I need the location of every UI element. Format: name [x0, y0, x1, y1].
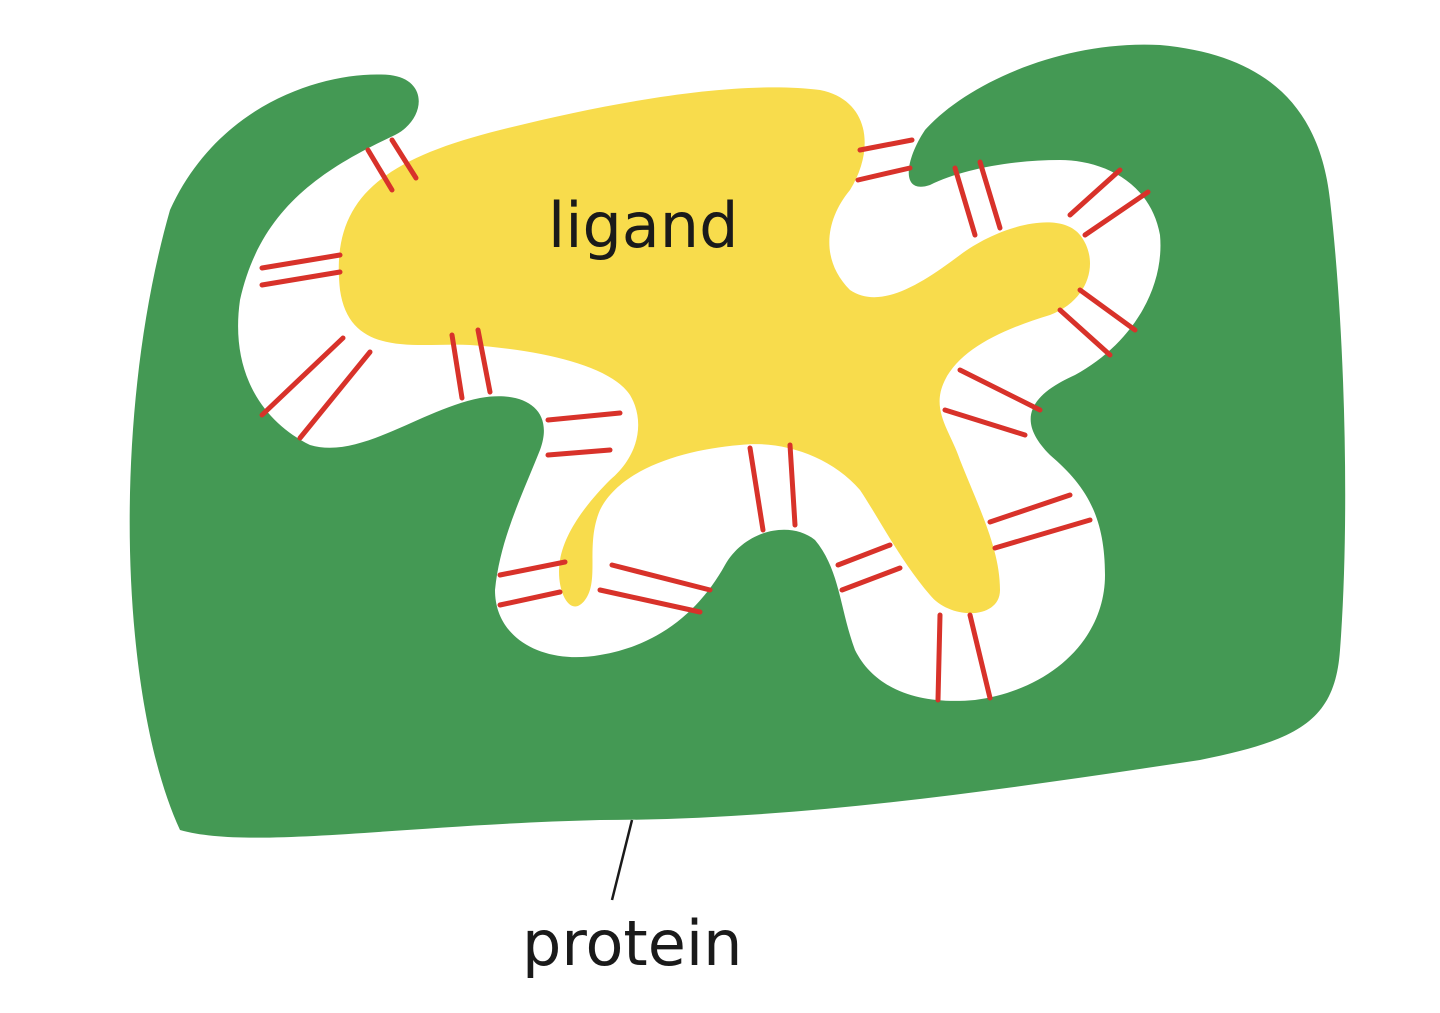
- bond-16b: [855, 165, 913, 183]
- bond-4a: [449, 332, 465, 401]
- bond-8a: [747, 445, 766, 533]
- bond-6a: [497, 559, 568, 578]
- bond-6b: [497, 589, 563, 608]
- protein-leader-line: [610, 819, 634, 901]
- bond-11b: [992, 517, 1093, 551]
- bond-2b: [259, 269, 343, 288]
- bond-8b: [787, 442, 798, 528]
- bond-1a: [365, 147, 395, 193]
- bond-4b: [475, 327, 493, 395]
- ligand-shape: [338, 87, 1090, 614]
- bond-3a: [259, 335, 346, 418]
- bond-16a: [857, 137, 915, 153]
- bond-12b: [957, 367, 1043, 413]
- protein-shape: [129, 44, 1346, 838]
- bond-7b: [609, 562, 713, 593]
- bond-15b: [977, 159, 1003, 231]
- bond-11a: [987, 492, 1073, 525]
- bond-14b: [1082, 189, 1151, 238]
- bond-15a: [952, 165, 978, 238]
- bond-lines: [259, 137, 1151, 703]
- bond-9b: [839, 565, 903, 593]
- protein-label: protein: [522, 907, 742, 980]
- bond-3b: [297, 349, 373, 441]
- bond-7a: [597, 587, 703, 615]
- ligand-label: ligand: [548, 189, 738, 262]
- bond-10a: [935, 612, 943, 703]
- bond-10b: [967, 612, 993, 701]
- bond-5b: [545, 447, 613, 458]
- bond-12a: [942, 407, 1028, 438]
- bond-14a: [1067, 167, 1123, 218]
- bond-9a: [835, 542, 893, 568]
- bond-5a: [545, 410, 623, 423]
- bond-1b: [389, 137, 419, 181]
- bond-2a: [259, 252, 343, 271]
- bond-13a: [1057, 307, 1113, 358]
- bond-13b: [1077, 287, 1138, 333]
